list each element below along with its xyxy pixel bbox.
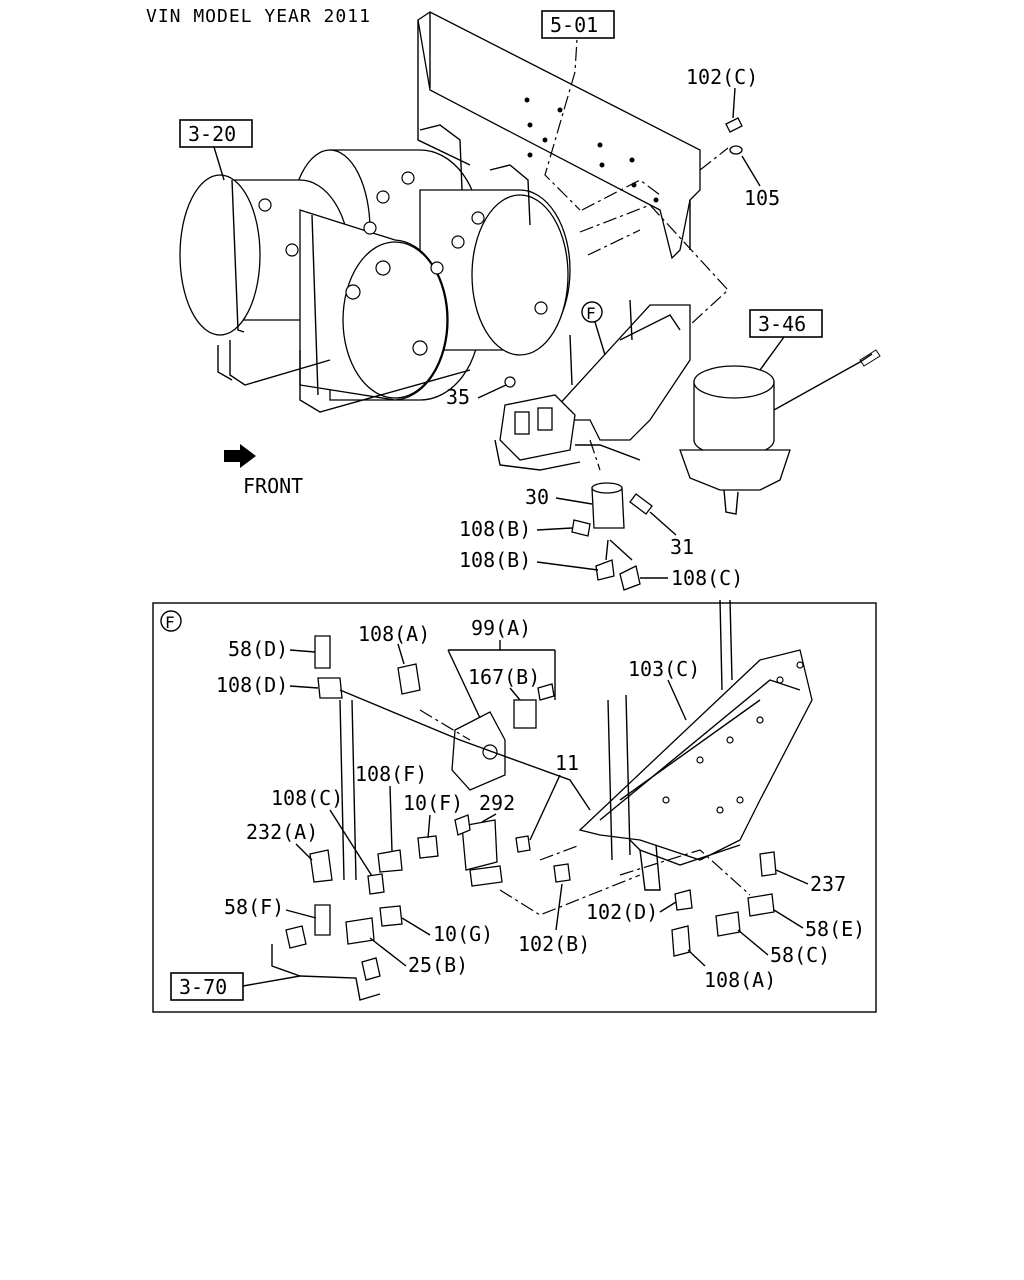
detail-f-panel [152, 602, 877, 1013]
label-58c: 58(C) [770, 943, 830, 967]
label-167b: 167(B) [468, 665, 540, 689]
label-11: 11 [555, 751, 579, 775]
svg-text:F: F [586, 304, 596, 323]
frame-rail [417, 11, 701, 260]
diagram-header: VIN MODEL YEAR 2011 [146, 6, 371, 27]
detail-callout-f: F [581, 301, 603, 323]
label-58f: 58(F) [224, 895, 284, 919]
label-108a-top: 108(A) [358, 622, 430, 646]
label-35: 35 [446, 385, 470, 409]
label-232a: 232(A) [246, 820, 318, 844]
ref-box-3-46: 3-46 [749, 309, 823, 338]
label-10f: 10(F) [403, 791, 463, 815]
label-30: 30 [525, 485, 549, 509]
front-label: FRONT [243, 474, 303, 498]
label-25b: 25(B) [408, 953, 468, 977]
label-108b-2: 108(B) [459, 548, 531, 572]
label-108c: 108(C) [671, 566, 743, 590]
label-31: 31 [670, 535, 694, 559]
label-237: 237 [810, 872, 846, 896]
svg-text:5-01: 5-01 [550, 13, 598, 37]
label-108c-detail: 108(C) [271, 786, 343, 810]
air-dryer [679, 349, 881, 515]
label-108d: 108(D) [216, 673, 288, 697]
detail-bracket-103c [578, 599, 813, 891]
label-103c: 103(C) [628, 657, 700, 681]
label-105: 105 [744, 186, 780, 210]
detail-fittings [271, 635, 777, 1001]
label-102d: 102(D) [586, 900, 658, 924]
ref-box-3-20: 3-20 [179, 119, 253, 148]
front-arrow-icon [224, 444, 256, 468]
label-102b: 102(B) [518, 932, 590, 956]
detail-f-marker: F [160, 610, 182, 632]
label-108a-bottom: 108(A) [704, 968, 776, 992]
svg-text:F: F [165, 613, 175, 632]
label-108b-1: 108(B) [459, 517, 531, 541]
ref-box-5-01: 5-01 [541, 10, 615, 39]
valve-bracket-assembly [494, 117, 743, 591]
detail-part-292 [454, 814, 503, 887]
label-108f: 108(F) [355, 762, 427, 786]
svg-text:3-46: 3-46 [758, 312, 806, 336]
detail-valve-99a [451, 683, 555, 791]
svg-text:3-70: 3-70 [179, 975, 227, 999]
ref-box-3-70: 3-70 [170, 972, 244, 1001]
label-58e: 58(E) [805, 917, 865, 941]
svg-text:3-20: 3-20 [188, 122, 236, 146]
label-292: 292 [479, 791, 515, 815]
label-58d: 58(D) [228, 637, 288, 661]
label-102c: 102(C) [686, 65, 758, 89]
air-tanks [179, 124, 571, 413]
label-99a: 99(A) [471, 616, 531, 640]
label-10g: 10(G) [433, 922, 493, 946]
